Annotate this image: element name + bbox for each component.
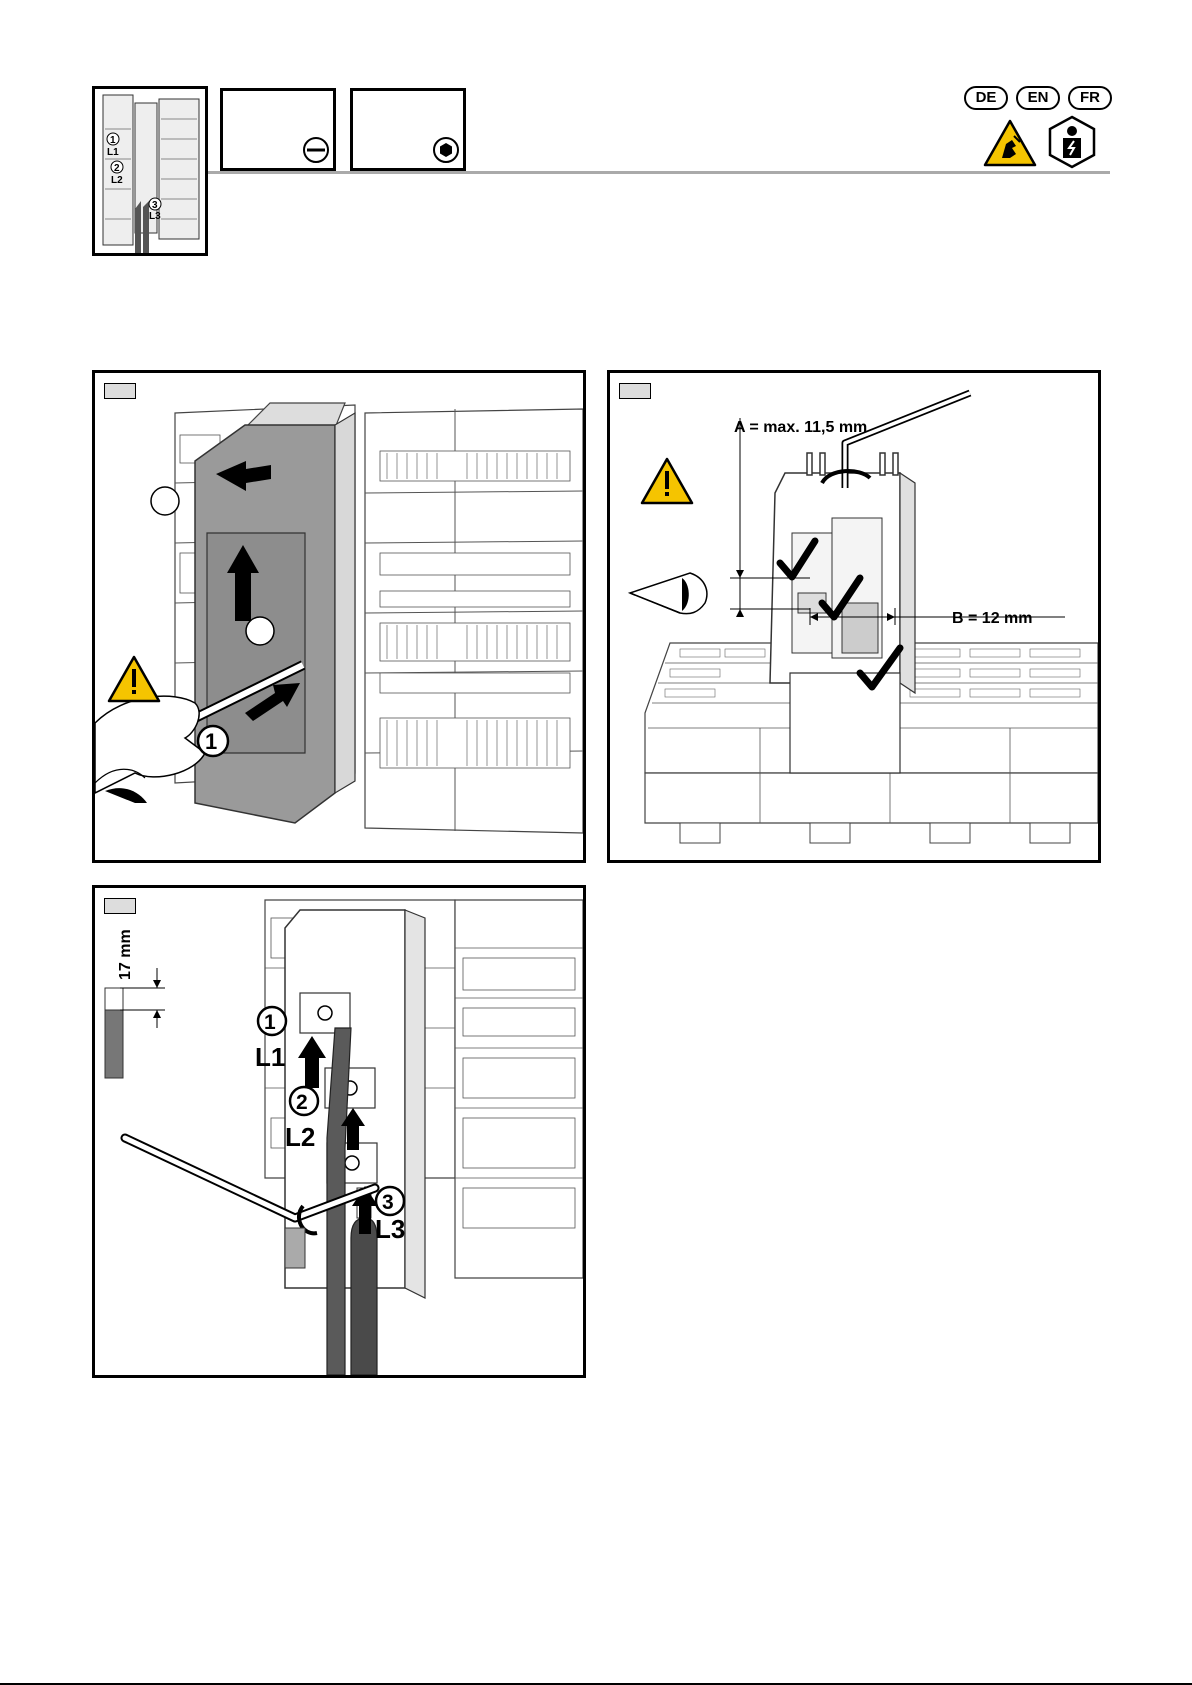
step-panel-connect-cables: 1 L1 2 L2 3 L3 17 mm [92, 885, 586, 1378]
warning-hand-injury-icon [982, 118, 1038, 168]
tool-box-hex-key [350, 88, 466, 171]
tool-box-screwdriver [220, 88, 336, 171]
thumbnail-illustration: 1 L1 2 L2 3 L3 [95, 89, 205, 253]
strip-length-label: 17 mm [117, 929, 135, 980]
phase-label-l3: L3 [375, 1214, 405, 1244]
header-thumbnail: 1 L1 2 L2 3 L3 [92, 86, 208, 256]
connect-cables-illustration: 1 L1 2 L2 3 L3 [95, 888, 583, 1375]
step-panel-remove-cover: 1 [92, 370, 586, 863]
header-rule [208, 171, 1110, 174]
callout-1: 1 [205, 729, 217, 754]
thumb-label-l1: L1 [107, 147, 119, 158]
hex-key-icon [431, 135, 461, 165]
dimension-b-label: B = 12 mm [952, 610, 1032, 628]
callout-3: 3 [382, 1191, 394, 1214]
lang-badge-de: DE [964, 86, 1008, 110]
step-panel-dimensions: A = max. 11,5 mm B = 12 mm [607, 370, 1101, 863]
phase-label-l1: L1 [255, 1042, 285, 1072]
thumb-callout-3: 3 [152, 200, 158, 211]
flat-screwdriver-icon [301, 135, 331, 165]
electrician-required-icon [1046, 114, 1098, 170]
thumb-label-l2: L2 [111, 175, 123, 186]
thumb-label-l3: L3 [149, 211, 161, 222]
remove-cover-illustration: 1 [95, 373, 583, 860]
phase-label-l2: L2 [285, 1122, 315, 1152]
callout-2: 2 [296, 1091, 308, 1114]
thumb-callout-2: 2 [114, 163, 120, 174]
lang-badge-fr: FR [1068, 86, 1112, 110]
callout-1: 1 [264, 1011, 276, 1034]
dimension-a-label: A = max. 11,5 mm [734, 419, 867, 437]
thumb-callout-1: 1 [110, 135, 116, 146]
lang-badge-en: EN [1016, 86, 1060, 110]
